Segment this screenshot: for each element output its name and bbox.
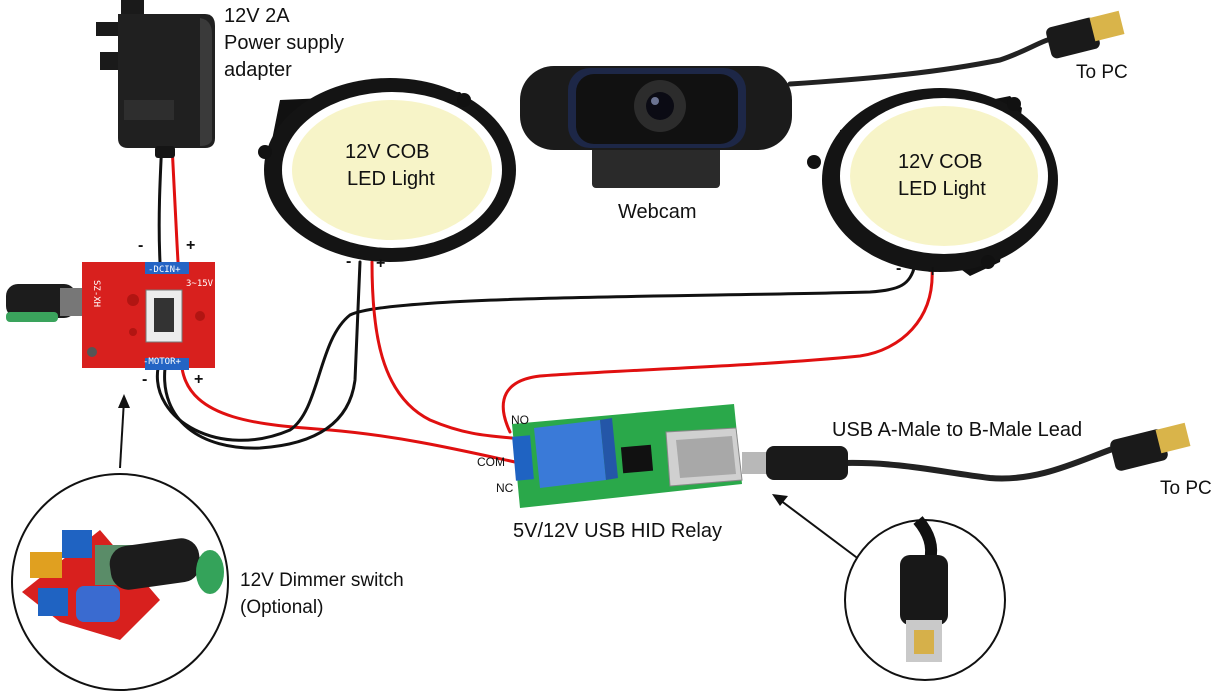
usb-b-zoom [844, 516, 1006, 681]
dimmer-zoom [11, 473, 229, 691]
wire-webcam-usb [787, 33, 1065, 87]
webcam [520, 66, 792, 188]
dimmer-label-line1: 12V Dimmer switch [240, 570, 404, 591]
dimmer-label-line2: (Optional) [240, 597, 323, 618]
wire-right-led-positive-to-no [501, 266, 934, 434]
dimmer-pointer-line [119, 399, 125, 469]
dimmer-pointer-arrowhead [118, 394, 130, 408]
psu-negative-mark: - [138, 237, 143, 254]
power-supply-label-line3: adapter [224, 59, 292, 81]
wire-psu-positive [170, 143, 180, 264]
led-left-label-line1: 12V COB [345, 141, 429, 163]
wire-psu-negative [157, 138, 164, 264]
usb-lead-label: USB A-Male to B-Male Lead [832, 419, 1082, 441]
to-pc-top-label: To PC [1076, 62, 1128, 83]
dimmer-negative-mark: - [142, 371, 147, 388]
led-right-label-line1: 12V COB [898, 151, 982, 173]
led-light-left [258, 78, 516, 262]
led-light-right [807, 88, 1058, 276]
dimmer-positive-mark: + [194, 371, 203, 388]
usb-pointer-arrowhead [772, 494, 788, 506]
wire-dimmer-positive-to-com [180, 366, 517, 464]
dimmer-board-range-label: 3~15V [186, 279, 214, 289]
to-pc-bottom-label: To PC [1160, 478, 1212, 499]
dimmer-board-top-label: -DCIN+ [148, 265, 181, 275]
dimmer-board-side-label: SZ-XH [91, 280, 101, 307]
relay-pin-nc: NC [496, 481, 514, 495]
power-adapter [96, 0, 215, 158]
led-right-negative-mark: - [896, 260, 901, 277]
led-left-negative-mark: - [346, 253, 351, 270]
relay-label: 5V/12V USB HID Relay [513, 520, 722, 542]
usb-b-plug [742, 446, 848, 480]
relay-pin-no: NO [511, 413, 529, 427]
wire-dimmer-negative-to-right-led [155, 263, 917, 442]
usb-a-connector-bottom [1110, 422, 1191, 471]
wire-usb-lead [842, 444, 1121, 482]
psu-positive-mark: + [186, 237, 195, 254]
wires [155, 33, 1121, 482]
led-right-label-line2: LED Light [898, 178, 986, 200]
wire-dimmer-negative-to-left-led [163, 260, 362, 450]
usb-pointer-line [779, 499, 861, 561]
led-left-label-line2: LED Light [347, 168, 435, 190]
led-right-positive-mark: + [928, 263, 937, 280]
webcam-label: Webcam [618, 201, 697, 223]
led-left-positive-mark: + [376, 255, 385, 272]
dimmer-pcb: -DCIN+ -MOTOR+ 3~15V SZ-XH [6, 262, 215, 370]
usb-a-connector-top [1046, 10, 1125, 59]
power-supply-label-line2: Power supply [224, 32, 344, 54]
dimmer-board-bottom-label: -MOTOR+ [143, 357, 182, 367]
usb-hid-relay [512, 404, 743, 508]
wire-left-led-positive-to-no [370, 260, 514, 440]
relay-pin-com: COM [477, 455, 505, 469]
power-supply-label-line1: 12V 2A [224, 5, 290, 27]
